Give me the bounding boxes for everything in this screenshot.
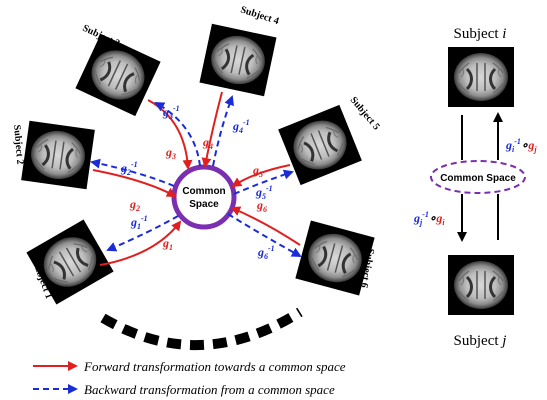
dashed-arc [100, 307, 303, 351]
subject-2-label: Subject 2 [11, 124, 25, 165]
common-space-ellipse [430, 160, 526, 194]
subject-i-label: Subject i [454, 26, 507, 42]
subject-j-brain [446, 253, 516, 317]
hub-line1: Common [182, 186, 225, 197]
common-space-hub: Common Space [171, 164, 237, 230]
legend-forward-label: Forward transformation towards a common … [83, 359, 346, 374]
forward-label-3: g3 [165, 145, 176, 161]
backward-label-5: g5-1 [255, 184, 273, 201]
forward-arrow-5 [231, 164, 291, 188]
hub-line2: Space [189, 199, 219, 210]
forward-label-4: g4 [202, 135, 213, 151]
forward-label-6: g6 [256, 198, 267, 214]
backward-arrow-5 [233, 169, 294, 195]
forward-arrow-4 [201, 91, 223, 168]
backward-arrow-4 [212, 95, 234, 167]
forward-arrow-2 [92, 169, 177, 197]
backward-label-3: g3-1 [162, 104, 180, 121]
up-transform-label: gi-1∘gj [505, 137, 537, 154]
backward-arrow-6 [227, 213, 302, 257]
legend-backward-label: Backward transformation from a common sp… [84, 382, 335, 397]
subject-i-brain [446, 45, 516, 109]
backward-label-1: g1-1 [130, 214, 148, 231]
backward-label-4: g4-1 [232, 118, 250, 135]
subject-2 [19, 119, 97, 191]
backward-arrow-1 [106, 215, 179, 252]
common-space-ellipse-label: Common Space [440, 173, 516, 184]
backward-label-6: g6-1 [257, 244, 275, 261]
right-panel: Subject i Common Space gi-1∘gj gj-1∘gi S… [413, 26, 537, 349]
down-transform-label: gj-1∘gi [413, 210, 445, 227]
subject-4-label: Subject 4 [239, 4, 280, 27]
subject-4 [197, 22, 279, 98]
forward-label-2: g2 [129, 197, 140, 213]
legend: Forward transformation towards a common … [33, 359, 346, 397]
forward-arrow-6 [230, 206, 301, 246]
backward-arrow-3 [154, 102, 201, 167]
backward-label-2: g2-1 [120, 160, 138, 177]
subject-j-label: Subject j [454, 333, 507, 349]
subject-5-label: Subject 5 [348, 95, 382, 133]
forward-arrow-1 [99, 220, 182, 266]
forward-label-1: g1 [162, 236, 173, 252]
forward-label-5: g5 [252, 163, 263, 179]
